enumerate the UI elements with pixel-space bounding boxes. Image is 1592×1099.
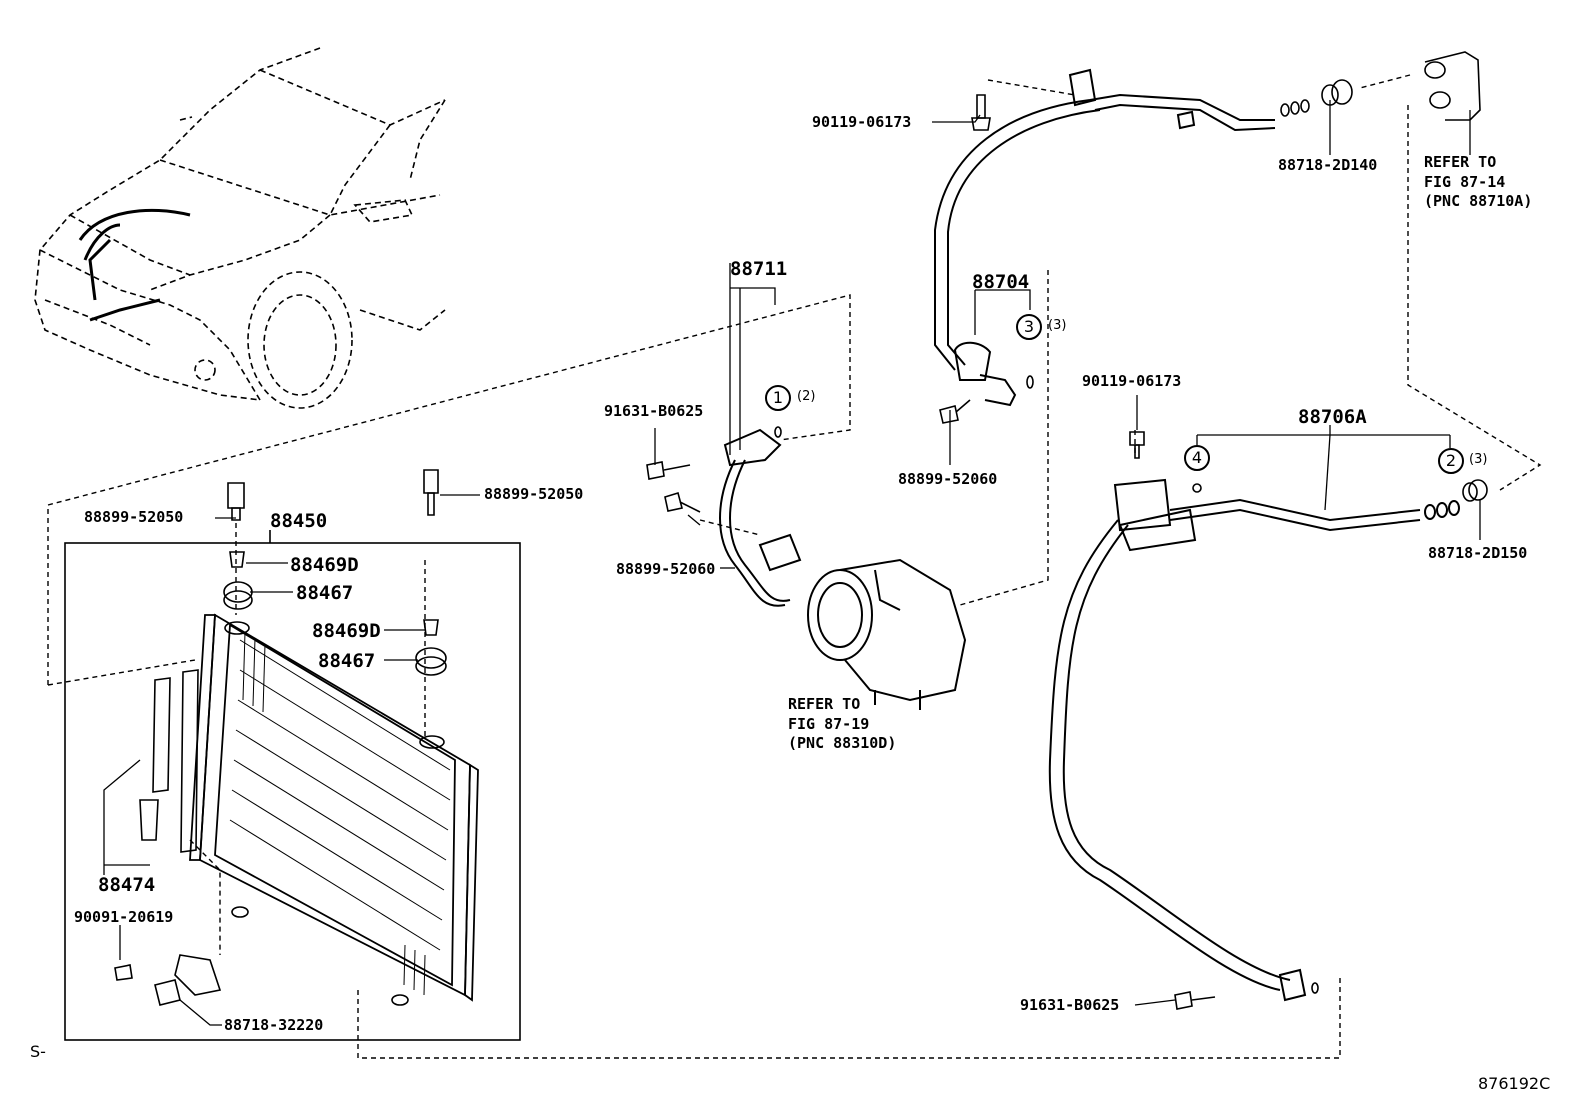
part-label-91631-B0625-b: 91631-B0625 xyxy=(1020,996,1120,1014)
reference-line: (PNC 88310D) xyxy=(788,734,897,752)
bolt-91631-B0625-a xyxy=(646,461,691,480)
reference-line: FIG 87-14 xyxy=(1424,172,1506,191)
reference-line: REFER TO xyxy=(1424,153,1497,171)
bracket-88718-32220 xyxy=(114,954,222,1006)
pipe-88706A xyxy=(1048,478,1460,1002)
bolt-91631-B0625-b xyxy=(1174,991,1216,1010)
footer-prefix: S- xyxy=(30,1042,46,1061)
part-label-88718-2D140: 88718-2D140 xyxy=(1278,156,1378,174)
compressor xyxy=(807,558,967,710)
part-label-88706A: 88706A xyxy=(1298,406,1367,428)
reference-line: (PNC 88710A) xyxy=(1424,192,1533,210)
part-label-88704: 88704 xyxy=(972,271,1030,293)
part-label-91631-B0625-a: 91631-B0625 xyxy=(604,402,704,420)
figure-id: 876192C xyxy=(1478,1074,1551,1093)
part-label-88467-b: 88467 xyxy=(318,650,376,672)
callout-3-qty: (3) xyxy=(1048,318,1067,333)
reference-line: REFER TO xyxy=(788,695,861,713)
bolt-90119-06173-a xyxy=(971,94,991,131)
condenser-fins xyxy=(229,631,451,996)
part-label-88467-a: 88467 xyxy=(296,582,354,604)
part-label-88899-52050-right: 88899-52050 xyxy=(484,485,584,503)
part-label-88718-2D150: 88718-2D150 xyxy=(1428,544,1528,562)
part-label-90091-20619: 90091-20619 xyxy=(74,908,174,926)
condenser-core xyxy=(189,613,479,1002)
group-boundaries xyxy=(47,74,1542,1059)
callout-2: 2 xyxy=(1438,448,1464,474)
part-label-88450: 88450 xyxy=(270,510,328,532)
reference-fig-87-19: REFER TO FIG 87-19 (PNC 88310D) xyxy=(788,695,896,754)
condenser-mounts xyxy=(139,621,445,1006)
bolt-88899-52060-b xyxy=(939,399,971,424)
condenser-group-box xyxy=(64,542,521,1041)
part-label-88469D-a: 88469D xyxy=(290,554,359,576)
leader-lines xyxy=(103,100,1481,1026)
part-label-88474: 88474 xyxy=(98,874,156,896)
part-label-88899-52050-left: 88899-52050 xyxy=(84,508,184,526)
bolt-88899-52060-a xyxy=(664,491,701,513)
part-label-88718-32220: 88718-32220 xyxy=(224,1016,324,1034)
part-label-88899-52060-a: 88899-52060 xyxy=(616,560,716,578)
part-label-88711: 88711 xyxy=(730,258,788,280)
part-label-88469D-b: 88469D xyxy=(312,620,381,642)
callout-3: 3 xyxy=(1016,314,1042,340)
fitting-88718-2D140 xyxy=(1280,79,1353,117)
receiver-tank xyxy=(152,669,199,853)
fitting-88718-2D150 xyxy=(1462,479,1488,502)
vehicle-outline xyxy=(34,47,446,409)
reference-line: FIG 87-19 xyxy=(788,714,870,733)
bolt-90119-06173-b xyxy=(1129,431,1145,459)
vehicle-ac-lines xyxy=(78,208,191,322)
hose-88711 xyxy=(719,428,802,607)
part-label-90119-06173-b: 90119-06173 xyxy=(1082,372,1182,390)
block-ref-87-14 xyxy=(1424,51,1481,121)
callout-2-qty: (3) xyxy=(1469,452,1488,467)
callout-1-qty: (2) xyxy=(797,389,816,404)
part-label-90119-06173-a: 90119-06173 xyxy=(812,113,912,131)
callout-4: 4 xyxy=(1184,445,1210,471)
part-label-88899-52060-b: 88899-52060 xyxy=(898,470,998,488)
reference-fig-87-14: REFER TO FIG 87-14 (PNC 88710A) xyxy=(1424,153,1532,212)
hose-88704 xyxy=(934,68,1276,407)
callout-1: 1 xyxy=(765,385,791,411)
o-rings xyxy=(774,375,1319,994)
